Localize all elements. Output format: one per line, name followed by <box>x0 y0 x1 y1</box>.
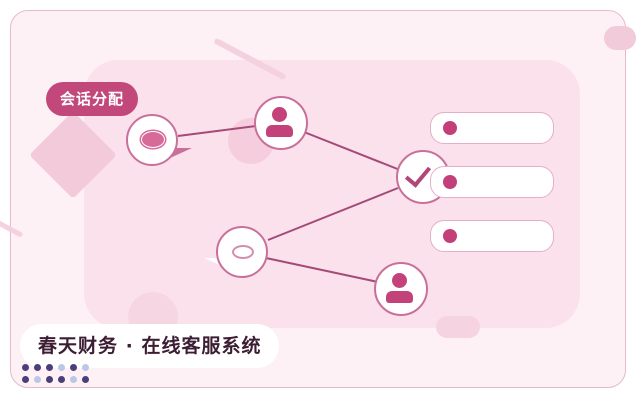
decor-dot <box>22 364 29 371</box>
queue-card[interactable] <box>430 220 554 252</box>
decor-dot <box>46 376 53 383</box>
bubble-tail <box>170 148 192 158</box>
user-avatar-body <box>386 291 413 303</box>
decor-dot <box>46 364 53 371</box>
bubble-tail <box>204 258 222 266</box>
decor-dot <box>82 364 89 371</box>
decor-dot <box>34 364 41 371</box>
link-source2-to-agent2 <box>265 257 379 283</box>
agent-node-2[interactable] <box>374 262 428 316</box>
status-dot <box>443 229 457 243</box>
decor-dot <box>58 364 65 371</box>
source-chat-node-2[interactable] <box>216 226 268 278</box>
user-avatar-icon <box>272 107 287 122</box>
link-source-to-agent <box>177 125 257 137</box>
decor-dot <box>58 376 65 383</box>
queue-card[interactable] <box>430 112 554 144</box>
link-source2-to-hub <box>267 187 399 241</box>
decor-dot <box>82 376 89 383</box>
decor-dot <box>22 376 29 383</box>
status-dot <box>443 175 457 189</box>
system-title: 春天财务 · 在线客服系统 <box>20 324 280 368</box>
decor-pill <box>436 316 480 338</box>
queue-card[interactable] <box>430 166 554 198</box>
link-agent-to-hub <box>303 131 401 171</box>
status-dot <box>443 121 457 135</box>
decor-pill <box>604 26 636 50</box>
decor-dot <box>70 364 77 371</box>
agent-node[interactable] <box>254 96 308 150</box>
oval-outline-icon <box>232 245 254 259</box>
source-chat-node[interactable] <box>126 114 178 166</box>
user-avatar-icon <box>392 273 407 288</box>
oval-filled-icon <box>141 131 165 148</box>
decor-dot <box>70 376 77 383</box>
checkmark-icon <box>404 160 432 188</box>
session-assignment-tag: 会话分配 <box>46 82 139 116</box>
decor-dot <box>34 376 41 383</box>
user-avatar-body <box>266 125 293 137</box>
